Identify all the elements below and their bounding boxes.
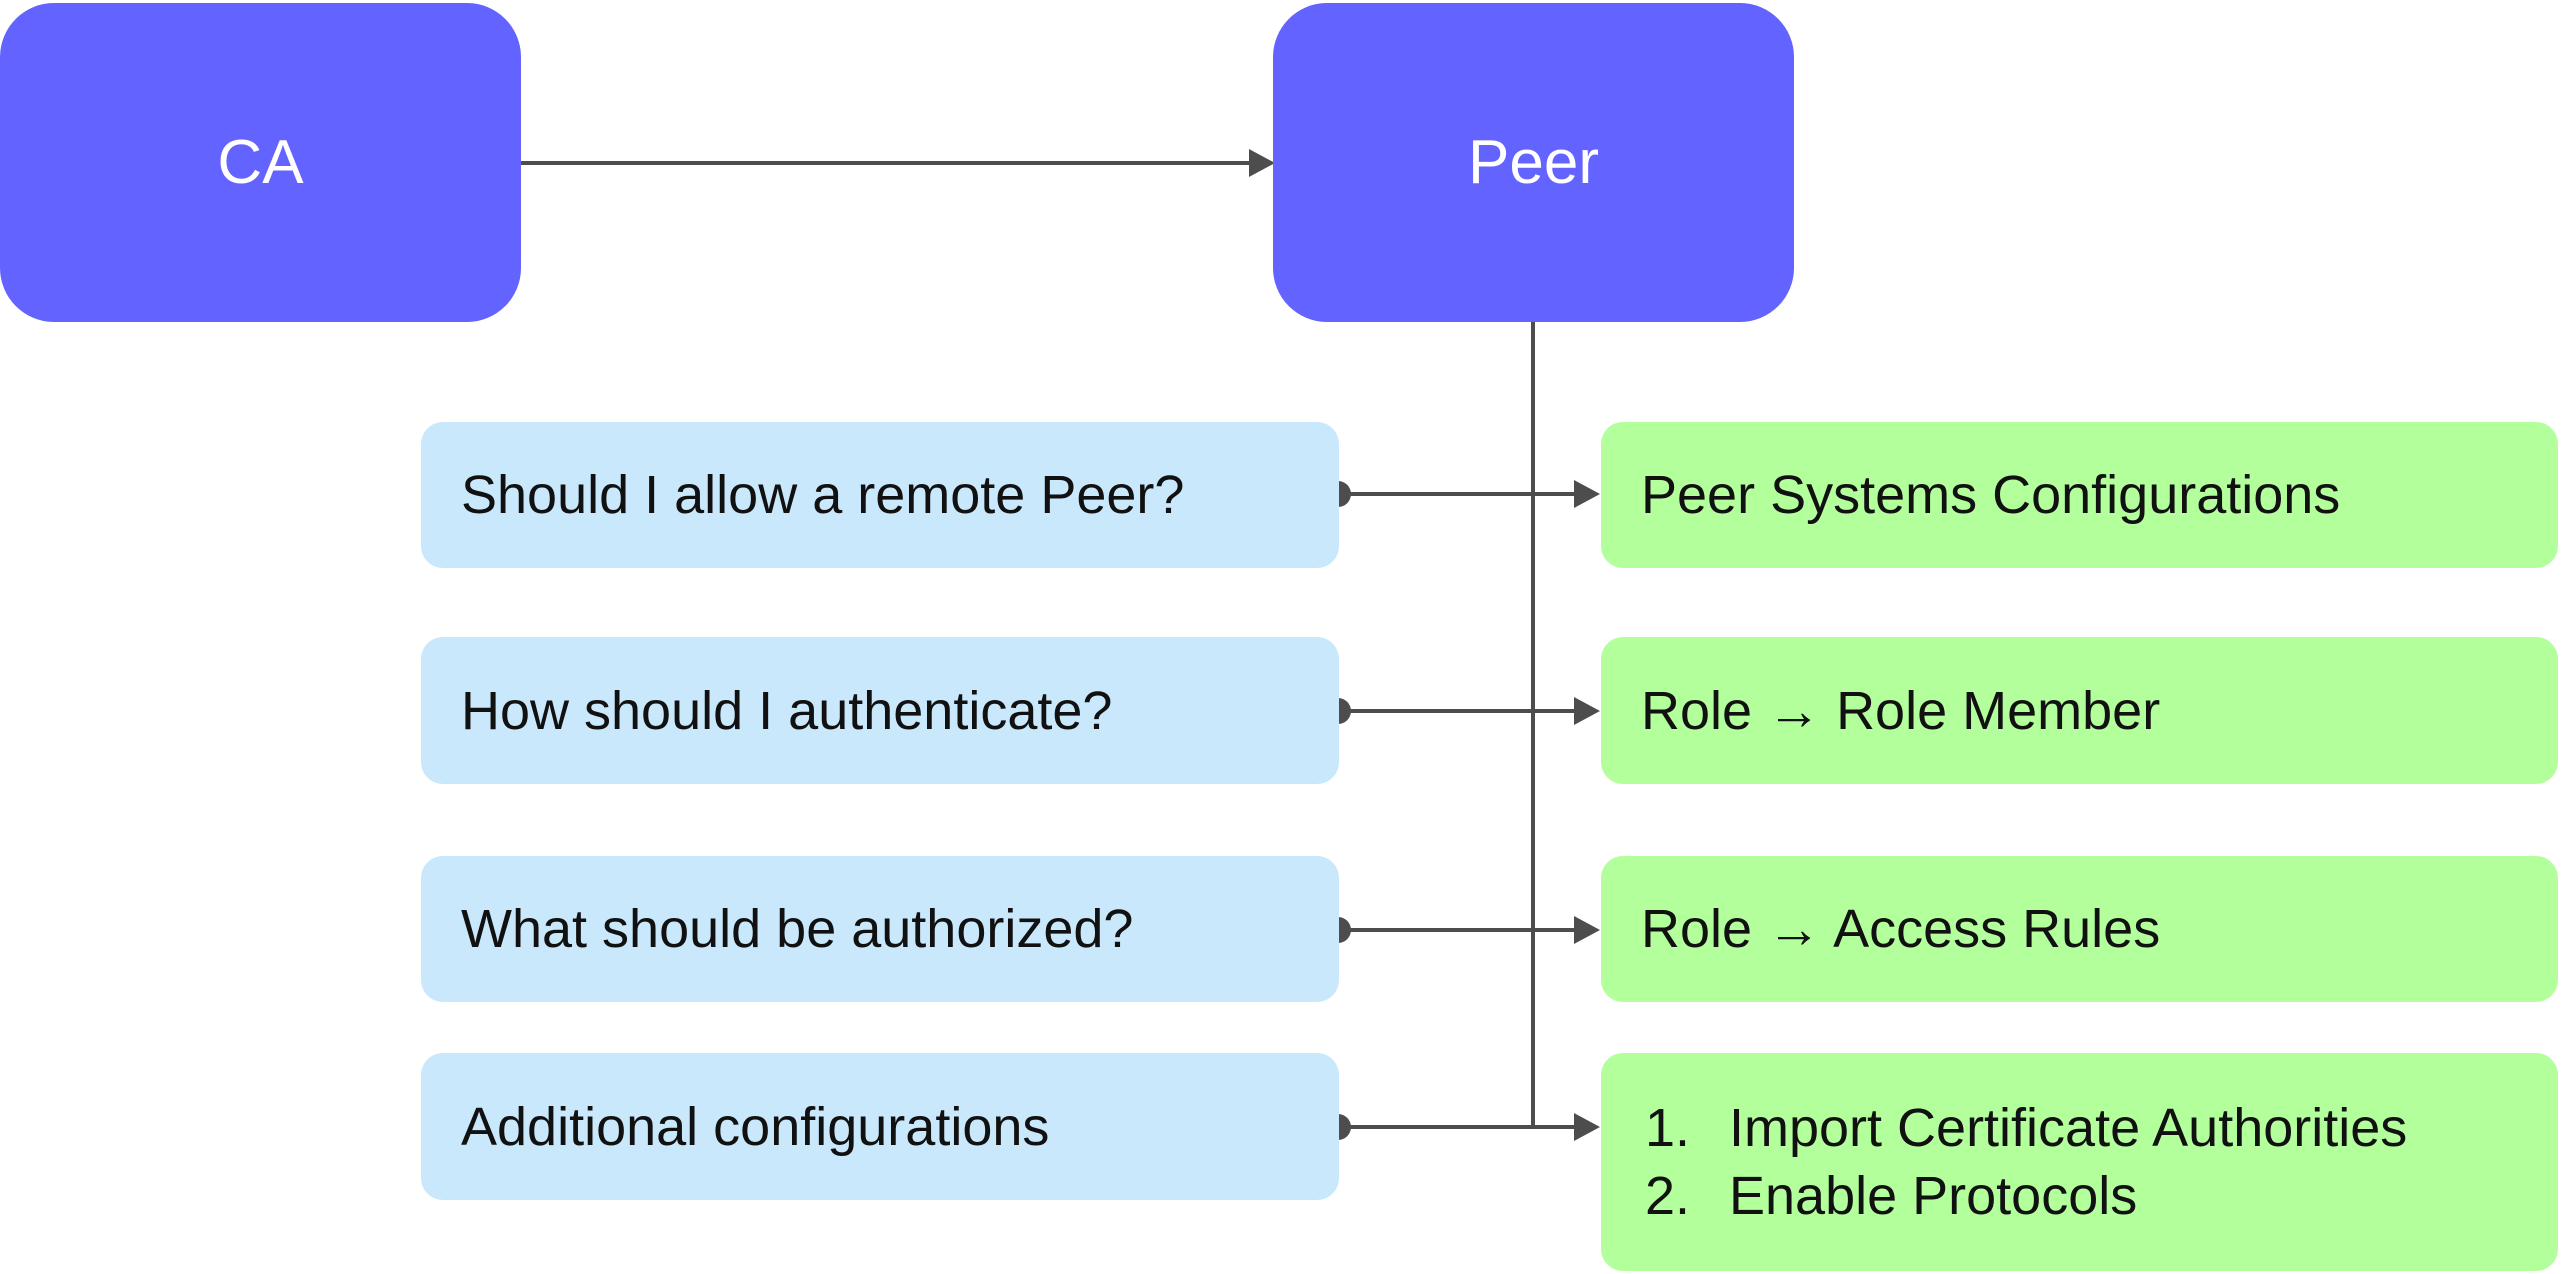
- answer-label: Role → Role Member: [1641, 680, 2161, 741]
- list-item: 1. Import Certificate Authorities: [1645, 1094, 2407, 1162]
- answer-box-additional-steps: 1. Import Certificate Authorities 2. Ena…: [1601, 1053, 2558, 1271]
- list-item: 2. Enable Protocols: [1645, 1162, 2407, 1230]
- answer-box-role-member: Role → Role Member: [1601, 637, 2558, 784]
- question-label: What should be authorized?: [461, 899, 1134, 959]
- question-box-additional: Additional configurations: [421, 1053, 1339, 1200]
- list-item-text: Import Certificate Authorities: [1729, 1098, 2408, 1158]
- peer-node-label: Peer: [1468, 128, 1599, 197]
- question-box-remote-peer: Should I allow a remote Peer?: [421, 422, 1339, 568]
- list-item-number: 1.: [1645, 1098, 1691, 1158]
- list-item-text: Enable Protocols: [1729, 1166, 2138, 1226]
- peer-node: Peer: [1273, 3, 1794, 322]
- answer-label: Role → Access Rules: [1641, 899, 2161, 959]
- additional-steps-list: 1. Import Certificate Authorities 2. Ena…: [1645, 1094, 2407, 1230]
- ca-to-peer-arrowhead: [1249, 149, 1275, 177]
- answer-box-peer-systems: Peer Systems Configurations: [1601, 422, 2558, 568]
- answer-label: Peer Systems Configurations: [1641, 465, 2341, 525]
- question-box-authenticate: How should I authenticate?: [421, 637, 1339, 784]
- question-label: Should I allow a remote Peer?: [461, 465, 1185, 525]
- list-item-number: 2.: [1645, 1166, 1691, 1226]
- answer-box-access-rules: Role → Access Rules: [1601, 856, 2558, 1002]
- ca-node: CA: [0, 3, 521, 322]
- question-label: How should I authenticate?: [461, 680, 1113, 741]
- question-label: Additional configurations: [461, 1096, 1050, 1157]
- q1-arrowhead: [1574, 480, 1600, 508]
- q4-arrowhead: [1574, 1113, 1600, 1141]
- ca-node-label: CA: [217, 128, 304, 197]
- q3-arrowhead: [1574, 916, 1600, 944]
- q2-arrowhead: [1574, 697, 1600, 725]
- question-box-authorized: What should be authorized?: [421, 856, 1339, 1002]
